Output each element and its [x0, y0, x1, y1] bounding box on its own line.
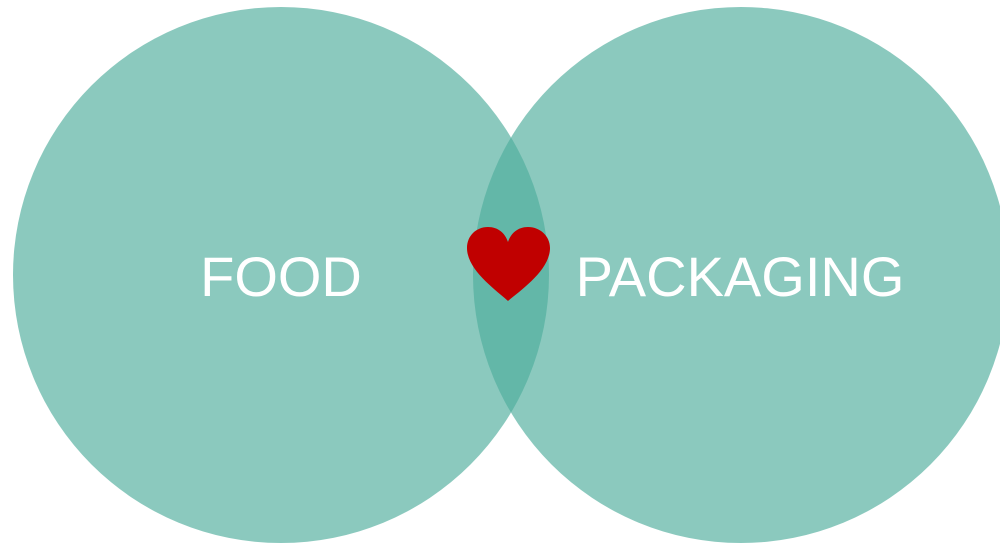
food-label: FOOD [200, 245, 362, 308]
packaging-label: PACKAGING [576, 245, 905, 308]
food-circle [13, 7, 549, 543]
heart-icon [467, 227, 550, 301]
packaging-circle [473, 7, 1000, 543]
